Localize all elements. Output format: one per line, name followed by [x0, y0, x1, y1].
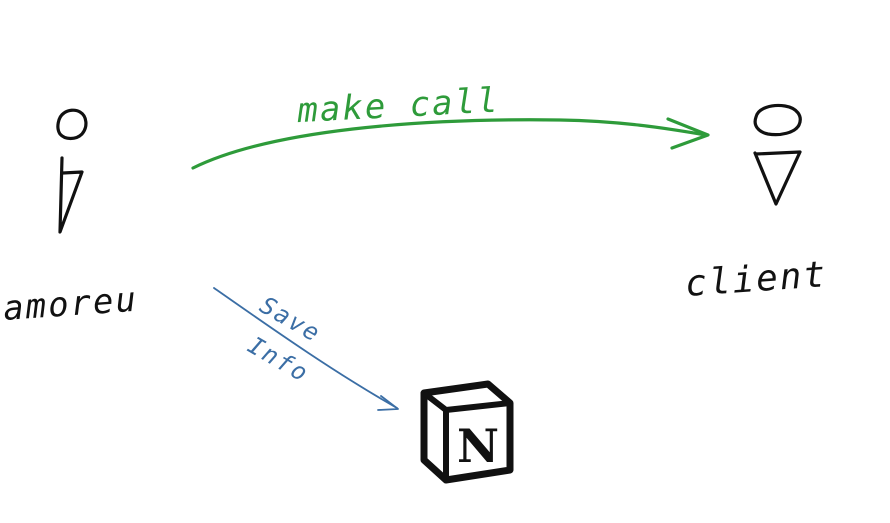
save-info-arrow: [213, 287, 399, 411]
make-call-arrow: [191, 117, 710, 170]
notion-logo-icon: N: [420, 380, 514, 484]
right-person-icon: [753, 103, 802, 206]
make-call-label: make call: [295, 81, 500, 132]
left-person-label: amoreu: [2, 280, 139, 329]
right-person-label: client: [684, 254, 829, 305]
notion-logo-letter: N: [457, 419, 499, 473]
left-person-icon: [56, 108, 88, 234]
